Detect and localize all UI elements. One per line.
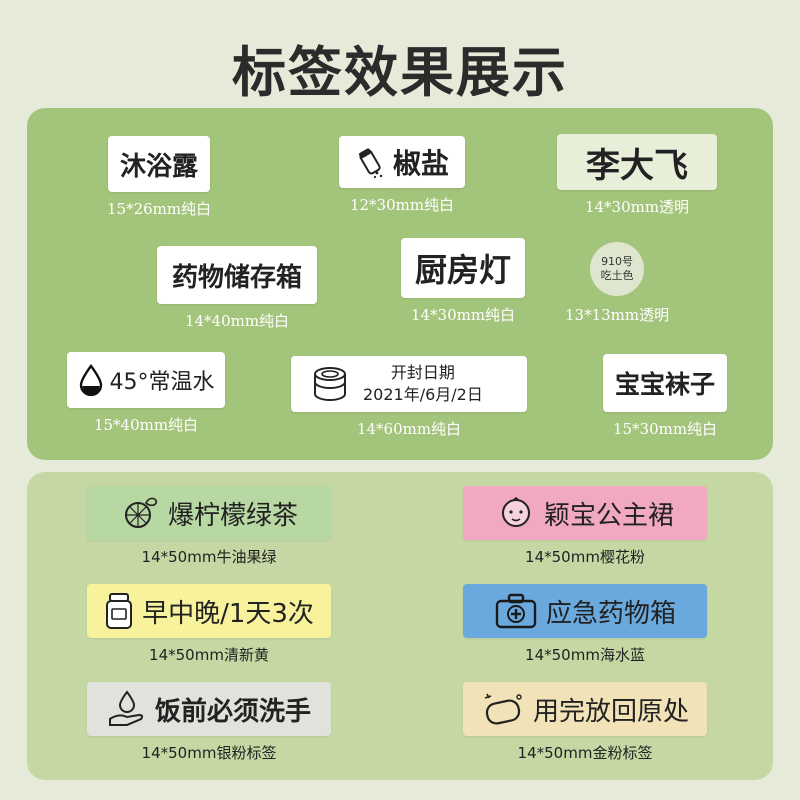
label-caption: 14*50mm樱花粉 (525, 548, 645, 566)
label-text: 李大飞 (586, 145, 688, 186)
label-caption: 15*30mm纯白 (612, 420, 718, 438)
label-sample: 药物储存箱 14*40mm纯白 (157, 246, 317, 331)
label-sample: 椒盐 12*30mm纯白 (339, 136, 465, 215)
label-text-line2: 吃土色 (600, 269, 634, 282)
label-text-line2: 2021年/6月/2日 (363, 385, 483, 404)
label-card: 厨房灯 (401, 238, 525, 298)
label-card: 宝宝袜子 (603, 354, 727, 412)
salt-shaker-icon (359, 148, 383, 179)
label-sample: 910号 吃土色 13*13mm透明 (565, 242, 669, 325)
color-label-sample: 应急药物箱 14*50mm海水蓝 (463, 584, 707, 665)
label-card: 应急药物箱 (463, 584, 707, 638)
soap-icon (484, 693, 522, 725)
color-label-sample: 用完放回原处 14*50mm金粉标签 (463, 682, 707, 763)
label-caption: 12*30mm纯白 (349, 196, 455, 214)
label-sample: 开封日期 2021年/6月/2日 14*60mm纯白 (291, 356, 527, 439)
label-card: 45°常温水 (67, 352, 225, 408)
label-text: 爆柠檬绿茶 (167, 500, 298, 531)
label-sample: 厨房灯 14*30mm纯白 (401, 238, 525, 325)
label-card: 用完放回原处 (463, 682, 707, 736)
round-label-card: 910号 吃土色 (590, 242, 645, 296)
label-caption: 14*30mm纯白 (410, 306, 516, 324)
page-title: 标签效果展示 (232, 41, 568, 104)
label-caption: 15*40mm纯白 (93, 416, 199, 434)
top-label-panel: 沐浴露 15*26mm纯白 椒盐 12*30mm纯白 李大飞 14*30mm透明… (27, 108, 773, 460)
label-caption: 14*30mm透明 (584, 198, 690, 216)
label-card: 早中晚/1天3次 (87, 584, 331, 638)
label-text: 应急药物箱 (545, 598, 676, 629)
label-text: 沐浴露 (120, 151, 199, 182)
label-card: 椒盐 (339, 136, 465, 188)
label-caption: 14*50mm海水蓝 (525, 646, 645, 664)
label-text: 颖宝公主裙 (543, 500, 674, 531)
label-text: 宝宝袜子 (614, 370, 715, 399)
can-icon (314, 367, 346, 401)
color-label-sample: 爆柠檬绿茶 14*50mm牛油果绿 (87, 486, 331, 567)
label-card: 爆柠檬绿茶 (87, 486, 331, 540)
label-card: 药物储存箱 (157, 246, 317, 304)
label-caption: 14*50mm金粉标签 (517, 744, 653, 762)
label-sample: 李大飞 14*30mm透明 (557, 134, 717, 217)
label-sample: 45°常温水 15*40mm纯白 (67, 352, 225, 435)
color-label-sample: 早中晚/1天3次 14*50mm清新黄 (87, 584, 331, 665)
label-text: 早中晚/1天3次 (142, 598, 314, 629)
label-caption: 14*40mm纯白 (184, 312, 290, 330)
label-card: 颖宝公主裙 (463, 486, 707, 540)
label-card: 李大飞 (557, 134, 717, 190)
label-text: 饭前必须洗手 (154, 696, 311, 727)
pill-bottle-icon (106, 593, 133, 629)
label-caption: 14*60mm纯白 (356, 420, 462, 438)
lemon-icon (124, 497, 158, 528)
label-text: 45°常温水 (109, 370, 215, 395)
color-label-sample: 颖宝公主裙 14*50mm樱花粉 (463, 486, 707, 567)
label-caption: 14*50mm银粉标签 (141, 744, 277, 762)
label-caption: 14*50mm牛油果绿 (141, 548, 277, 566)
label-text: 厨房灯 (414, 251, 511, 289)
label-card: 饭前必须洗手 (87, 682, 331, 736)
label-text: 椒盐 (392, 147, 449, 180)
color-label-sample: 饭前必须洗手 14*50mm银粉标签 (87, 682, 331, 763)
hand-wash-icon (108, 690, 144, 726)
label-caption: 15*26mm纯白 (107, 200, 212, 218)
label-card: 开封日期 2021年/6月/2日 (291, 356, 527, 412)
label-card: 沐浴露 (108, 136, 211, 192)
label-text-line1: 开封日期 (390, 363, 455, 383)
bottom-label-panel: 爆柠檬绿茶 14*50mm牛油果绿 颖宝公主裙 14*50mm樱花粉 早中晚/1… (27, 472, 773, 780)
label-text: 用完放回原处 (532, 696, 689, 727)
label-caption: 13*13mm透明 (565, 306, 670, 324)
label-text: 药物储存箱 (171, 262, 302, 293)
label-text-line1: 910号 (601, 255, 634, 269)
baby-icon (501, 497, 530, 527)
label-sample: 沐浴露 15*26mm纯白 (107, 136, 211, 219)
label-sample: 宝宝袜子 15*30mm纯白 (603, 354, 727, 439)
label-caption: 14*50mm清新黄 (149, 646, 269, 664)
medical-kit-icon (495, 593, 537, 629)
water-drop-icon (79, 364, 102, 396)
